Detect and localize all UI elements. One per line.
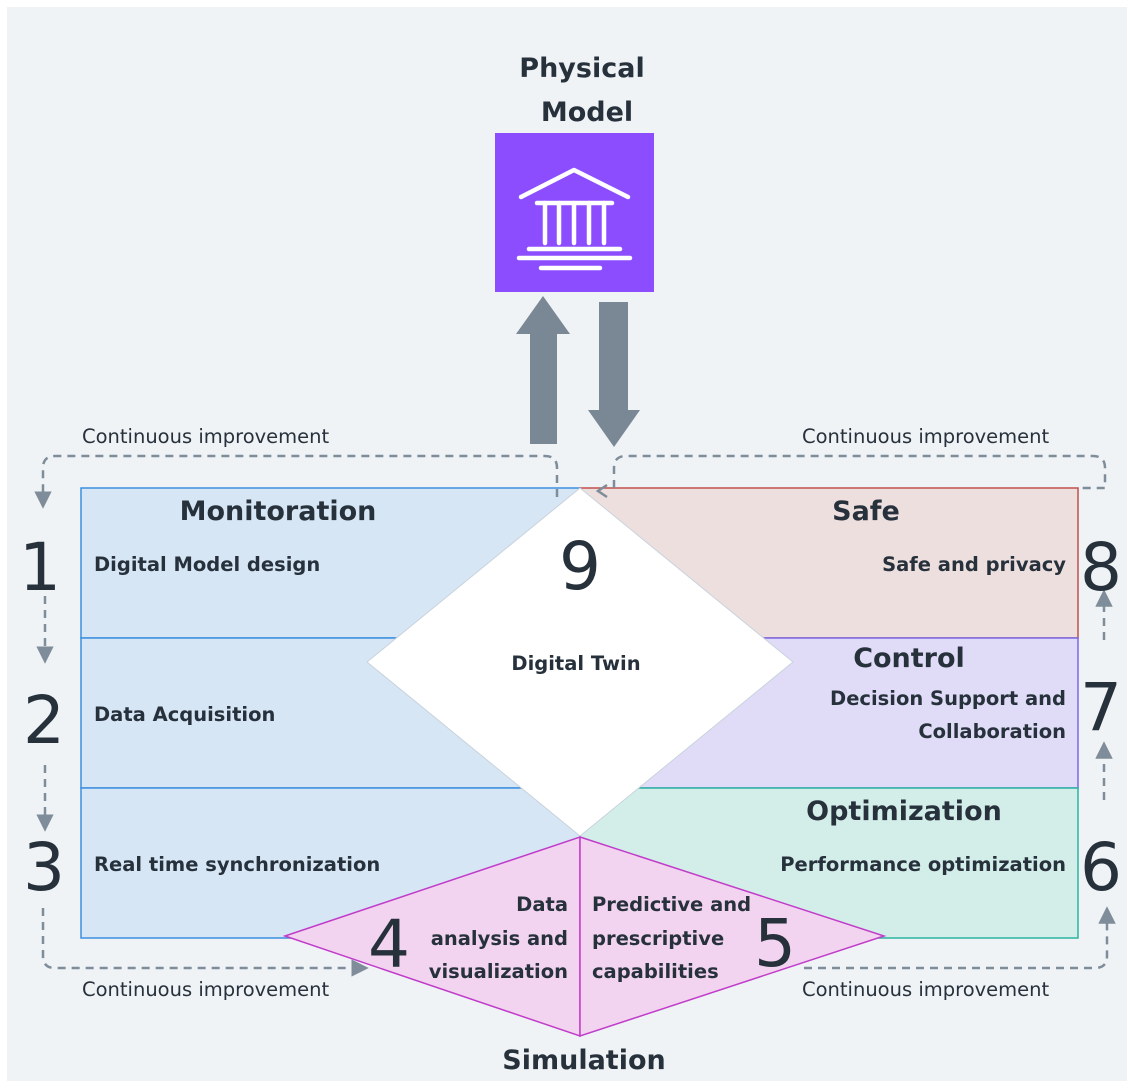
step-number-9: 9	[559, 528, 601, 605]
continuous-improvement-paths	[34, 454, 1116, 977]
step-7-label-line1: Decision Support and	[830, 687, 1066, 710]
continuous-improvement-bottom-left: Continuous improvement	[82, 978, 330, 1001]
digital-twin-label: Digital Twin	[511, 652, 640, 675]
step-5-label-line2: prescriptive	[592, 927, 724, 950]
continuous-improvement-bottom-right: Continuous improvement	[802, 978, 1050, 1001]
step-number-3: 3	[23, 829, 65, 906]
step-5-label-line3: capabilities	[592, 960, 719, 983]
physical-model-title-line2: Model	[541, 97, 633, 128]
physical-model-title-line1: Physical	[519, 53, 644, 84]
arrow-up-icon	[516, 296, 570, 444]
building-columns-icon	[516, 167, 633, 271]
step-8-label: Safe and privacy	[882, 553, 1066, 576]
step-3-label: Real time synchronization	[94, 853, 380, 876]
step-4-label-line2: analysis and	[431, 927, 568, 950]
step-number-1: 1	[19, 529, 61, 606]
step-6-label: Performance optimization	[780, 853, 1066, 876]
step-2-label: Data Acquisition	[94, 703, 275, 726]
continuous-improvement-top-left: Continuous improvement	[82, 425, 330, 448]
simulation-label: Simulation	[502, 1045, 665, 1076]
step-number-6: 6	[1080, 829, 1122, 906]
control-header: Control	[853, 643, 965, 674]
continuous-improvement-top-right: Continuous improvement	[802, 425, 1050, 448]
step-5-label-line1: Predictive and	[592, 893, 751, 916]
step-number-7: 7	[1080, 669, 1122, 746]
step-number-5: 5	[754, 905, 796, 982]
digital-twin-diamond	[366, 487, 794, 837]
step-1-label: Digital Model design	[94, 553, 320, 576]
step-number-4: 4	[368, 906, 410, 983]
optimization-header: Optimization	[806, 796, 1002, 827]
step-4-label-line3: visualization	[429, 960, 568, 983]
step-number-8: 8	[1080, 529, 1122, 606]
safe-header: Safe	[832, 496, 900, 527]
step-4-label-line1: Data	[516, 893, 568, 916]
safe-entry-arrow-icon	[595, 483, 608, 499]
step-number-2: 2	[23, 682, 65, 759]
arrow-down-icon	[588, 302, 640, 447]
monitoration-header: Monitoration	[180, 496, 377, 527]
step-7-label-line2: Collaboration	[918, 720, 1066, 743]
simulation-diamond	[282, 835, 887, 1038]
